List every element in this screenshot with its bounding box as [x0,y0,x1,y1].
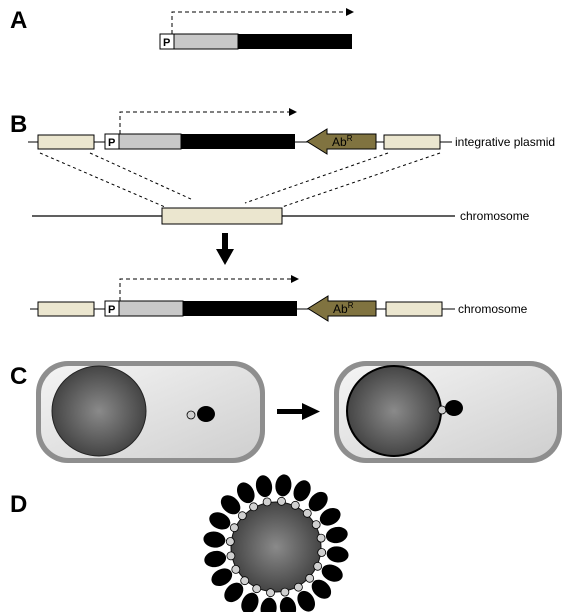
promoter-label-b1: P [108,137,115,149]
transcription-arrowhead-b2 [291,275,299,283]
outer-blob [209,512,231,530]
cell-before [36,361,265,463]
ring-bead [237,511,247,521]
nucleoid-after [346,365,442,457]
homology-right-plasmid [383,134,441,150]
bead-after [437,405,447,415]
ring-bead [266,588,275,598]
chromosome-label-before: chromosome [460,209,530,223]
resistance-arrow-b1 [306,128,377,155]
homology-region-chromosome [161,207,283,225]
homology-right-chromosome [385,301,443,317]
chromosome-label-after: chromosome [458,302,528,316]
ring-bead [316,533,326,543]
panel-letter-a: A [10,7,27,34]
ring-bead [249,502,259,512]
crossover-line-2 [89,152,194,201]
outer-blob [321,564,343,582]
ring-bead [240,576,250,586]
outer-blob [224,582,244,603]
outer-blob [236,482,255,504]
integration-arrow [216,233,234,265]
ring-bead [231,565,241,574]
outer-blob [308,491,328,512]
transcription-arrowhead-a [346,8,354,16]
outer-blob [326,546,349,563]
promoter-label-a: P [163,37,170,49]
outer-blob [279,596,297,612]
gene-segment-a [238,34,352,49]
ring-bead [313,561,323,571]
ring-bead [262,497,272,507]
relocalization-arrow-shaft [277,409,303,414]
panel-letter-d: D [10,491,27,518]
homology-left-plasmid [37,134,95,150]
gray-segment-a [173,33,239,50]
gene-segment-b2 [183,301,297,316]
outer-blob [241,592,259,612]
ring-bead [277,496,286,506]
crossover-line-1 [39,152,166,208]
integrative-plasmid: P AbR integrative plasmid [28,108,555,155]
cell-after [334,361,562,463]
outer-blob [275,474,292,497]
integrative-plasmid-label: integrative plasmid [455,135,555,149]
outer-blob [255,475,273,498]
transcription-arrowhead-b1 [289,108,297,116]
integration-arrow-shaft [222,233,228,250]
integration-arrow-head [216,249,234,265]
chromosome-before: chromosome [32,207,530,225]
bead-before [186,410,196,420]
resistance-label-b1: AbR [332,134,353,149]
ring-bead [311,520,321,529]
decorated-nucleoid [203,474,349,612]
chromosome-after: P AbR chromosome [30,275,528,322]
ring-bead [305,573,315,583]
outer-blob [325,526,348,544]
outer-blob [319,507,341,526]
panel-letter-b: B [10,111,27,138]
transcription-arrow-b2 [119,278,292,301]
relocalization-arrow-head [302,403,320,420]
outer-blob [293,480,311,502]
ring-bead [293,582,303,592]
gray-segment-b2 [118,300,184,317]
relocalization-arrow [277,403,320,420]
outer-blob [220,495,241,515]
transcription-arrow-b1 [119,111,290,134]
ring-bead [252,584,262,594]
construct-a: P [159,8,354,50]
crossover-line-4 [281,152,441,208]
promoter-label-b2: P [108,304,115,316]
gene-segment-b1 [181,134,295,149]
ring-bead [290,500,300,510]
nucleoid-d [230,501,322,593]
outer-blob [297,590,316,612]
ring-bead [225,537,235,546]
gray-segment-b1 [118,133,182,150]
outer-blob [204,550,227,568]
outer-blob [203,531,226,548]
transcription-arrow-a [171,11,347,34]
outer-blob [311,579,332,599]
panel-letter-c: C [10,363,27,390]
resistance-arrow-b2 [307,295,377,322]
resistance-label-b2: AbR [333,301,354,316]
outer-blob [211,568,233,587]
ring-bead [317,548,327,557]
ring-bead [280,587,290,597]
ring-bead [226,551,236,561]
blob-after [445,400,463,416]
ring-bead [302,508,312,518]
nucleoid-before [51,365,147,457]
outer-blob [260,597,277,612]
ring-bead [229,523,239,533]
crossover-line-3 [244,152,389,204]
crossover-lines [39,152,441,208]
homology-left-chromosome [37,301,95,317]
blob-before [197,406,215,422]
